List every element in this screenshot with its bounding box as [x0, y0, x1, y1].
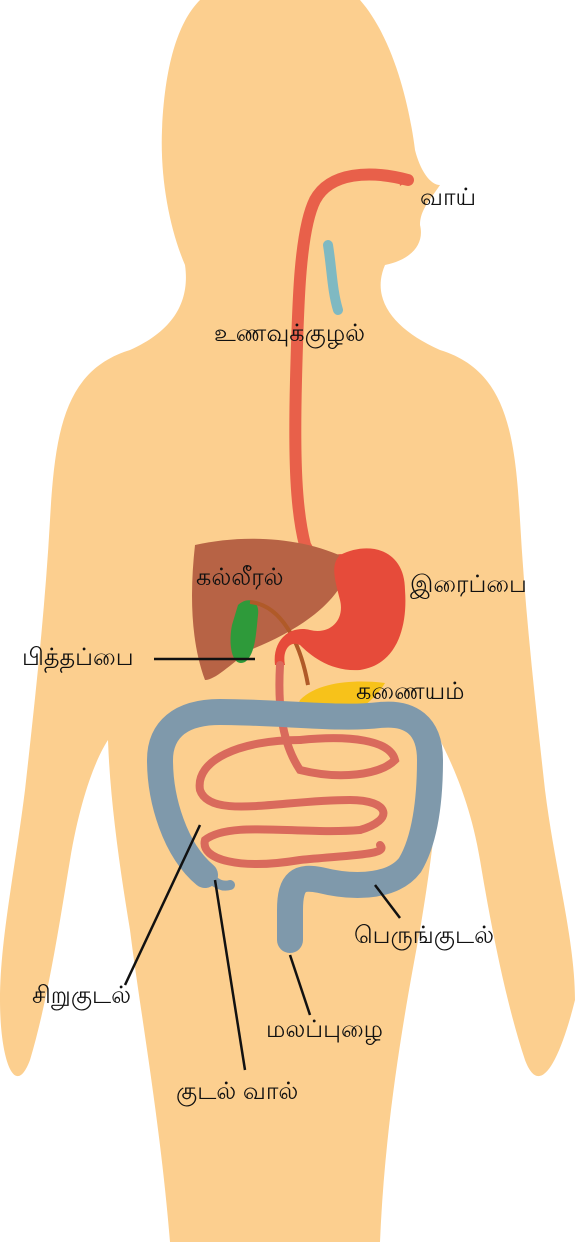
label-pancreas: கணையம் — [356, 680, 465, 704]
label-gallbladder: பித்தப்பை — [22, 646, 134, 670]
label-liver: கல்லீரல் — [196, 566, 284, 590]
label-anus: மலப்புழை — [266, 1018, 383, 1042]
label-appendix: குடல் வால் — [176, 1080, 298, 1104]
label-stomach: இரைப்பை — [410, 573, 527, 597]
label-large-intestine: பெருங்குடல் — [354, 924, 494, 948]
label-small-intestine: சிறுகுடல் — [32, 984, 131, 1008]
label-esophagus: உணவுக்குழல் — [214, 322, 365, 346]
label-mouth: வாய் — [420, 186, 476, 210]
